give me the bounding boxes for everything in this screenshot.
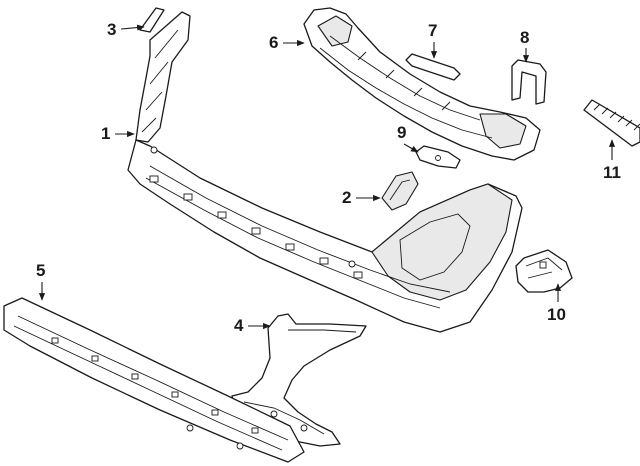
small-clip-part <box>415 145 461 169</box>
callout-4: 4 <box>234 316 271 335</box>
callout-11: 11 <box>603 139 621 182</box>
callout-5: 5 <box>36 261 45 301</box>
callout-9: 9 <box>397 123 419 153</box>
lower-valance-part <box>3 297 305 463</box>
clip-strip-part <box>139 7 165 33</box>
u-bracket-part <box>511 59 547 105</box>
callout-3: 3 <box>107 20 145 39</box>
callout-label: 4 <box>234 316 244 335</box>
callout-label: 8 <box>520 28 529 47</box>
side-clip-part <box>515 249 573 293</box>
bumper-cover-part <box>127 11 523 333</box>
grille-part <box>583 99 640 147</box>
callout-label: 10 <box>547 305 566 324</box>
callout-8: 8 <box>520 28 529 63</box>
reflector-part <box>381 171 419 211</box>
callout-2: 2 <box>342 188 381 207</box>
callout-label: 11 <box>603 163 621 182</box>
callout-10: 10 <box>547 283 566 324</box>
callout-label: 9 <box>397 123 406 142</box>
callout-label: 2 <box>342 188 351 207</box>
callout-1: 1 <box>101 124 135 143</box>
bar-clip-part <box>405 53 461 81</box>
callout-label: 5 <box>36 261 45 280</box>
callout-label: 6 <box>269 33 278 52</box>
callout-label: 7 <box>428 21 437 40</box>
reinforcement-beam-part <box>303 7 541 161</box>
callout-6: 6 <box>269 33 305 52</box>
callout-label: 3 <box>107 20 116 39</box>
side-bracket-part <box>231 313 367 447</box>
callout-label: 1 <box>101 124 110 143</box>
callout-7: 7 <box>428 21 437 59</box>
